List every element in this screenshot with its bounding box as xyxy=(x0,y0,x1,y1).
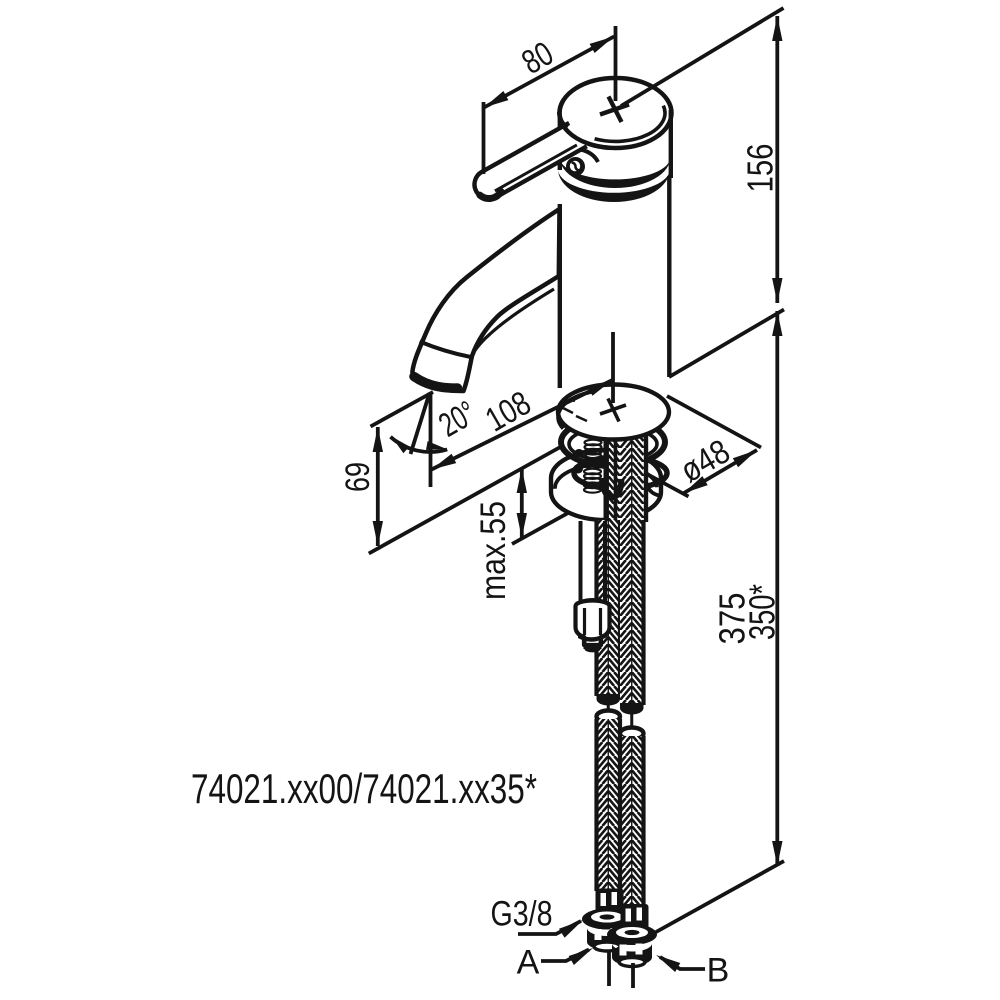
svg-text:375: 375 xyxy=(712,593,753,645)
svg-text:74021.xx00/74021.xx35*: 74021.xx00/74021.xx35* xyxy=(191,765,537,812)
svg-text:350*: 350* xyxy=(742,584,783,640)
svg-text:A: A xyxy=(517,943,540,981)
svg-text:156: 156 xyxy=(740,144,781,193)
svg-text:69: 69 xyxy=(339,462,377,492)
svg-text:G3/8: G3/8 xyxy=(491,894,553,933)
svg-text:max.55: max.55 xyxy=(474,501,513,600)
svg-text:B: B xyxy=(707,951,730,989)
